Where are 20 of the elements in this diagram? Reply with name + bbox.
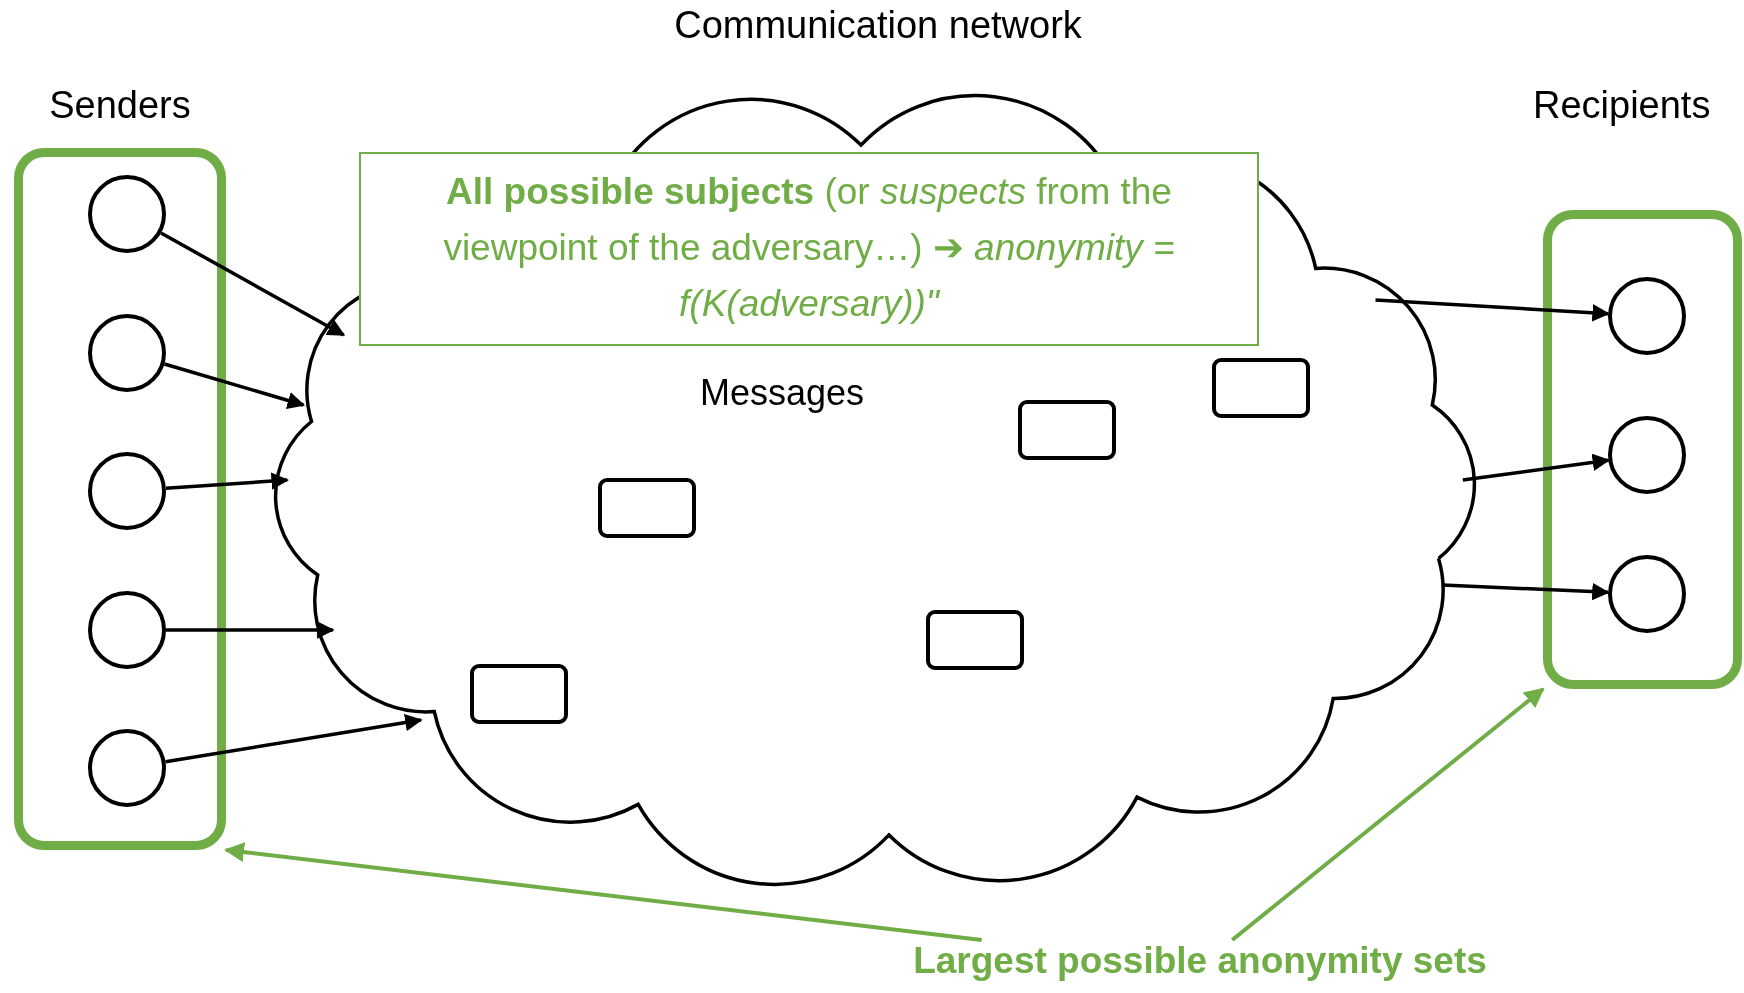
arrow xyxy=(224,842,982,942)
group-title: Senders xyxy=(48,84,192,127)
cloud-label: Messages xyxy=(700,372,865,414)
arrow xyxy=(1375,298,1610,322)
message-box xyxy=(1212,358,1310,418)
arrow xyxy=(1462,453,1611,482)
arrow xyxy=(160,231,346,337)
cloud-title: Communication network xyxy=(673,4,1083,47)
message-box xyxy=(598,478,696,538)
arrow xyxy=(1230,687,1545,942)
group-title: Recipients xyxy=(1533,84,1712,127)
arrow xyxy=(1442,582,1610,601)
arrow xyxy=(165,713,423,764)
arrow xyxy=(163,362,306,409)
message-box xyxy=(1018,400,1116,460)
message-box xyxy=(470,664,568,724)
arrow xyxy=(165,472,289,491)
anonymity-set-label: Largest possible anonymity sets xyxy=(870,940,1530,992)
message-box xyxy=(926,610,1024,670)
arrow xyxy=(166,621,335,639)
